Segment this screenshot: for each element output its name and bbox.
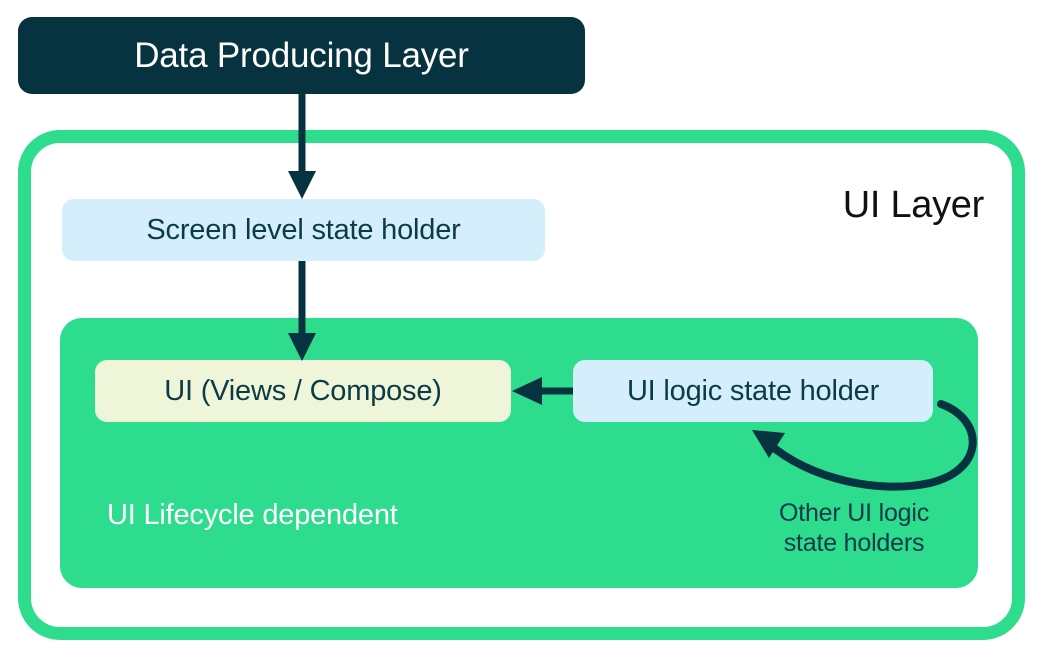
data-producing-layer-box: Data Producing Layer xyxy=(18,17,585,94)
data-producing-layer-label: Data Producing Layer xyxy=(134,36,469,75)
ui-logic-state-holder-label: UI logic state holder xyxy=(626,374,880,407)
ui-layer-title: UI Layer xyxy=(842,184,985,226)
other-holders-line-2: state holders xyxy=(783,529,925,557)
screen-level-state-holder-box: Screen level state holder xyxy=(62,199,545,261)
ui-layer-frame xyxy=(18,130,1025,640)
other-ui-logic-state-holders-caption: Other UI logic state holders xyxy=(744,498,964,558)
ui-views-compose-box: UI (Views / Compose) xyxy=(95,360,511,422)
other-holders-line-1: Other UI logic xyxy=(778,499,930,527)
ui-views-compose-label: UI (Views / Compose) xyxy=(164,374,442,407)
ui-logic-state-holder-box: UI logic state holder xyxy=(573,360,933,422)
ui-lifecycle-dependent-label: UI Lifecycle dependent xyxy=(107,499,398,531)
screen-level-state-holder-label: Screen level state holder xyxy=(146,213,461,246)
